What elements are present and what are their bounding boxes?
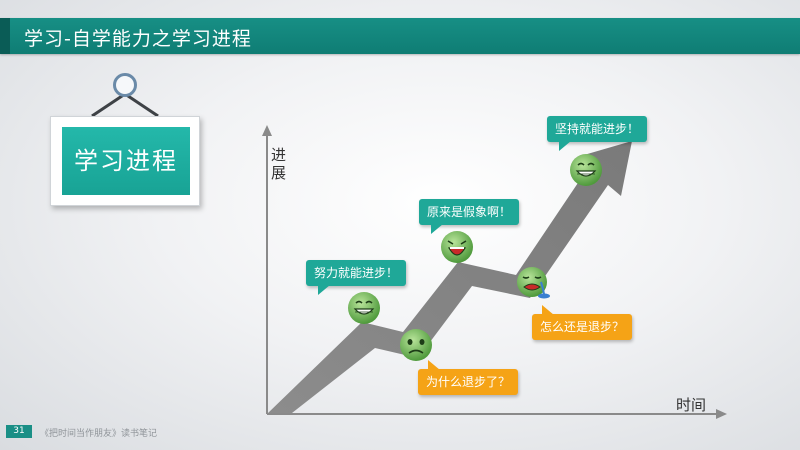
page-number: 31: [6, 425, 32, 438]
y-axis-arrowhead: [262, 125, 272, 136]
laughing-face-icon: [441, 231, 473, 263]
x-axis-arrowhead: [716, 409, 727, 419]
bubble-still-regress: 怎么还是退步？: [532, 305, 633, 340]
title-bar: 学习-自学能力之学习进程: [0, 18, 800, 54]
grinning-face-icon: [348, 292, 380, 324]
y-axis-label-line1: 进: [271, 146, 287, 164]
x-axis-label: 时间: [676, 396, 707, 414]
sign-label: 学习进程: [62, 127, 190, 195]
bubble-illusion: 原来是假象啊！: [419, 199, 520, 234]
page-title: 学习-自学能力之学习进程: [24, 28, 252, 50]
bubble-effort: 努力就能进步！: [306, 260, 407, 295]
y-axis-label: 进 展: [271, 146, 286, 182]
y-axis-label-line2: 展: [271, 164, 287, 182]
worried-face-icon: [400, 329, 432, 361]
crying-face-icon: [517, 267, 550, 299]
sign-board: 学习进程: [50, 116, 200, 206]
footer-text: 《把时间当作朋友》读书笔记: [40, 429, 158, 439]
bubble-why-regress: 为什么退步了？: [418, 360, 519, 395]
grinning-face-icon-top: [570, 154, 602, 186]
bubble-persist: 坚持就能进步！: [547, 116, 648, 151]
hanging-ring-icon: [113, 73, 137, 97]
progress-arrow-icon: [268, 141, 632, 413]
